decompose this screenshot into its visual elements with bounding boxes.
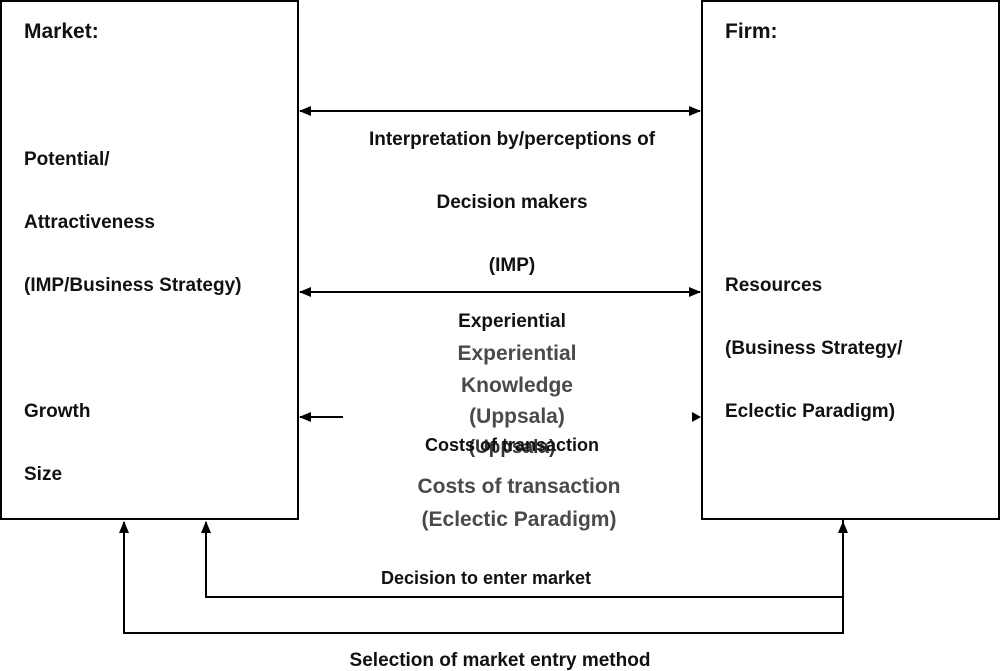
selection-loop-line xyxy=(119,521,844,634)
knowledge-label: Knowledge xyxy=(461,374,573,397)
firm-resources-line3: Eclectic Paradigm) xyxy=(725,401,895,422)
uppsala-ghost-label: (Uppsala) xyxy=(469,437,556,458)
interpretation-label: Interpretation by/perceptions of xyxy=(369,129,656,150)
market-growth: Growth xyxy=(24,401,91,422)
decision-to-enter-label: Decision to enter market xyxy=(381,568,591,588)
eclectic-paradigm-label: (Eclectic Paradigm) xyxy=(422,508,617,531)
market-size: Size xyxy=(24,464,62,485)
imp-label: (IMP) xyxy=(489,255,535,276)
decision-makers-label: Decision makers xyxy=(436,192,587,213)
experiential-right-arrowhead xyxy=(692,412,701,422)
market-potential-line2: Attractiveness xyxy=(24,212,155,233)
selection-label: Selection of market entry method xyxy=(350,650,651,671)
market-box xyxy=(0,0,299,520)
firm-resources-line2: (Business Strategy/ xyxy=(725,338,903,359)
market-potential-line1: Potential/ xyxy=(24,149,110,170)
experiential-label: Experiential xyxy=(457,342,576,365)
market-potential-line3: (IMP/Business Strategy) xyxy=(24,275,242,296)
uppsala-label: (Uppsala) xyxy=(469,405,565,428)
firm-resources: Resources xyxy=(725,275,822,296)
firm-box xyxy=(701,0,1000,520)
firm-heading: Firm: xyxy=(725,20,778,43)
costs-ghost-label: Costs of transaction xyxy=(425,435,599,455)
experiential-ghost-label: Experiential xyxy=(458,311,566,332)
costs-of-transaction-label: Costs of transaction xyxy=(417,475,620,498)
market-heading: Market: xyxy=(24,20,99,43)
